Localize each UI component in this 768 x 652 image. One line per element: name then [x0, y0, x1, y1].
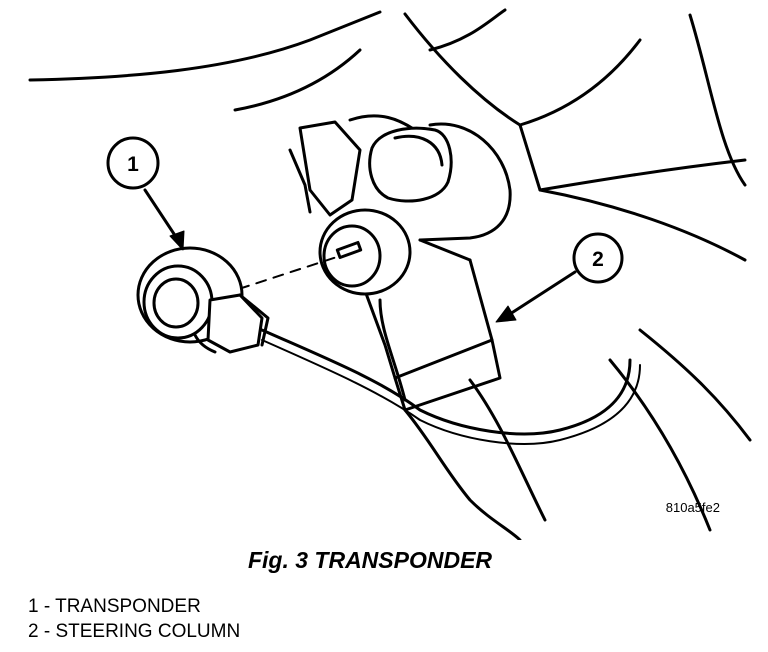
image-code-label: 810a5fe2 — [666, 500, 720, 515]
column-shroud — [288, 114, 417, 217]
callout-1-number: 1 — [127, 153, 139, 176]
legend-item-transponder: 1 - TRANSPONDER — [28, 596, 201, 617]
legend: 1 - TRANSPONDER 2 - STEERING COLUMN — [28, 594, 240, 644]
callout-1: 1 — [106, 136, 185, 251]
callout-2: 2 — [495, 232, 624, 323]
callout-2-number: 2 — [592, 248, 604, 271]
transponder-diagram: 1 2 810a5fe2 — [28, 8, 752, 540]
legend-item-steering-column: 2 - STEERING COLUMN — [28, 621, 241, 642]
ignition-switch — [368, 122, 512, 242]
key-cylinder[interactable] — [318, 208, 412, 296]
figure-caption: Fig. 3 TRANSPONDER — [247, 547, 493, 573]
dashboard-outline — [28, 8, 752, 532]
transponder-connector[interactable] — [206, 293, 641, 445]
